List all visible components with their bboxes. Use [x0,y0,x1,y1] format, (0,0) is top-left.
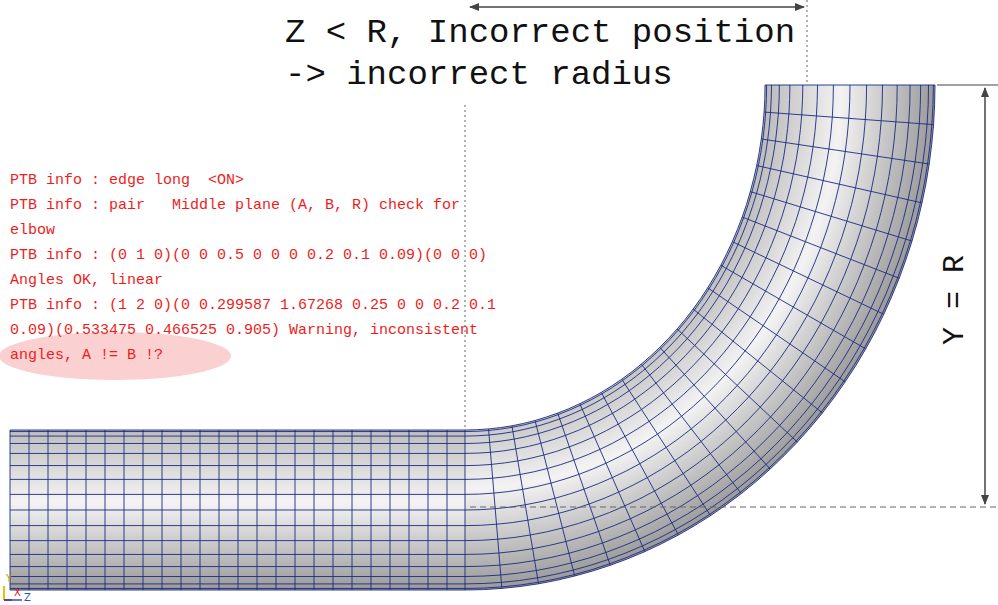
mesh-line [750,192,912,241]
mesh-line [721,265,866,349]
mesh-line [693,309,822,413]
log-line: PTB info : pair Middle plane (A, B, R) c… [10,193,510,243]
mesh-line [10,590,465,591]
mesh-line [465,85,910,567]
mesh-line [10,583,465,584]
mesh-line [465,85,935,590]
mesh-line [428,430,429,590]
mesh-line [10,576,465,577]
mesh-line [489,429,502,589]
mesh-line [465,85,897,554]
dotted-guide [807,0,808,85]
dimension-label: Y = R [938,255,972,345]
mesh-line [10,436,465,437]
dimension-tick [937,85,998,86]
title-heading: Z < R, Incorrect position -> incorrect r… [285,12,815,96]
mesh-line [10,453,465,454]
mesh-line [86,430,87,590]
mesh-line [10,540,465,541]
mesh-line [465,85,867,526]
mesh-line [465,85,803,466]
mesh-line [295,430,296,590]
dimension-arrow [470,6,804,8]
mesh-line [10,554,465,555]
mesh-line [10,525,465,526]
mesh-line [10,430,465,431]
mesh-line [29,430,30,590]
mesh-group [10,85,935,590]
log-line: PTB info : (0 1 0)(0 0 0.5 0 0 0 0.2 0.1… [10,243,510,293]
mesh-line [409,430,410,590]
mesh-line [10,479,465,480]
mesh-line [708,288,846,382]
mesh-line [558,413,611,565]
mesh-line [371,430,372,590]
mesh-line [390,430,391,590]
mesh-line [124,430,125,590]
mesh-line [314,430,315,590]
mesh-line [10,465,465,466]
mesh-line [162,430,163,590]
mesh-line [238,430,239,590]
mesh-line [10,588,465,589]
dashed-guide [470,507,998,508]
mesh-line [465,85,790,453]
axis-label: X [14,588,21,598]
log-line: PTB info : edge long <ON> [10,168,510,193]
axis-label: Z [24,593,31,603]
mesh-line [333,430,334,590]
mesh-line [105,430,106,590]
axis-label: Y [6,574,12,584]
mesh-line [732,242,883,315]
mesh-line [580,404,645,552]
mesh-line [757,166,922,203]
mesh-line [761,139,929,164]
mesh-line [742,217,899,278]
mesh-line [181,430,182,590]
mesh-line [465,85,833,494]
mesh-line [10,431,465,432]
mesh-line [465,430,466,590]
pipe-bend [465,85,935,590]
mesh-line [10,510,465,511]
mesh-line [143,430,144,590]
mesh-line [257,430,258,590]
mesh-line [465,85,818,479]
dotted-guide [465,105,466,430]
mesh-line [67,430,68,590]
pipe-straight [10,430,465,590]
mesh-line [465,85,779,444]
mesh-line [447,430,448,590]
mesh-line [465,85,883,541]
mesh-line [465,85,850,510]
mesh-line [465,85,772,436]
mesh-line [276,430,277,590]
mesh-line [465,85,765,430]
mesh-line [677,329,797,442]
dimension-arrow [984,88,986,504]
mesh-line [10,566,465,567]
mesh-line [219,430,220,590]
axis-y [3,586,5,600]
mesh-line [10,430,11,590]
log-line: PTB info : (1 2 0)(0 0.299587 1.67268 0.… [10,293,510,368]
mesh-line [465,85,921,577]
mesh-line [601,392,678,535]
mesh-line [641,364,741,493]
mesh-line [10,494,465,495]
axis-z [4,599,22,601]
mesh-line [660,347,770,469]
mesh-line [622,379,711,515]
mesh-line [465,85,933,589]
mesh-line [200,430,201,590]
mesh-line [512,426,539,584]
mesh-line [764,112,933,125]
mesh-line [352,430,353,590]
mesh-line [465,85,929,584]
mesh-line [765,85,935,86]
mesh-line [10,443,465,444]
mesh-line [48,430,49,590]
